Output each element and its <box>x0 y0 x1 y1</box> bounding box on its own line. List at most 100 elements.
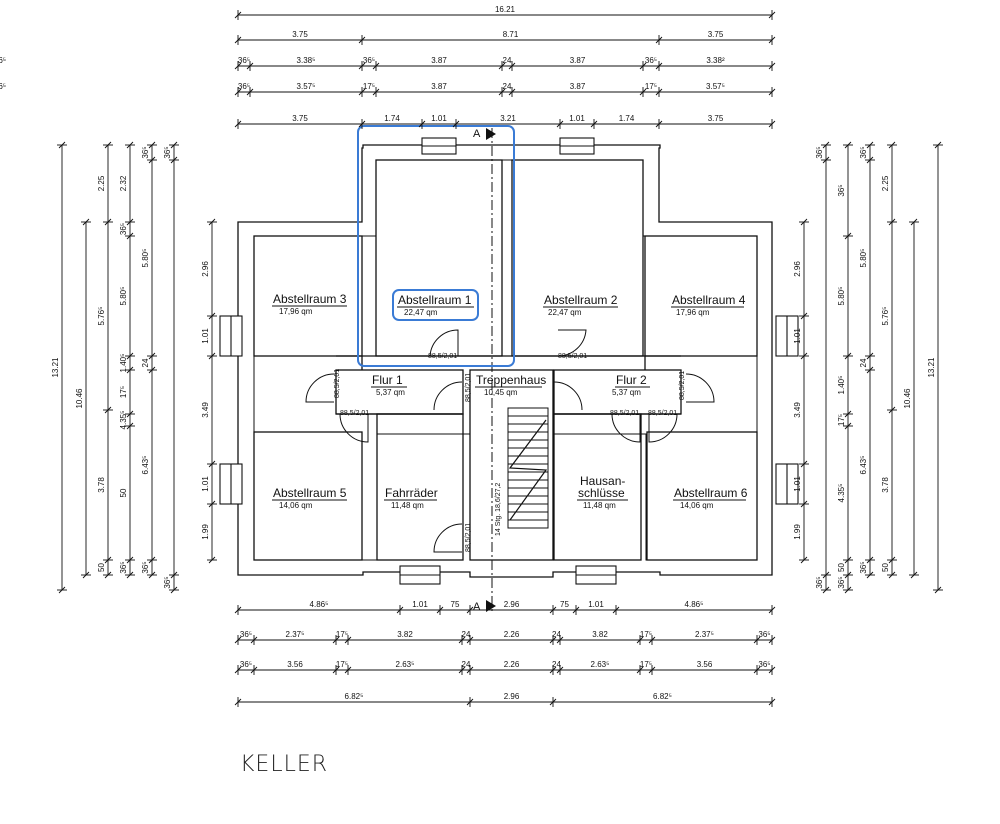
room-abstellraum-6 <box>646 431 758 561</box>
dim-left: 50 <box>97 563 106 572</box>
dim-top: 3.38⁵ <box>297 56 316 65</box>
dim-left-inner: 1.99 <box>201 524 210 540</box>
dim-left-total: 13.21 <box>51 357 60 378</box>
dim-top: 3.87 <box>431 82 447 91</box>
dim-top: 17⁵ <box>645 82 657 91</box>
room-name-abstellraum-6: Abstellraum 6 <box>674 486 748 500</box>
dim-left-inner: 1.01 <box>201 328 210 344</box>
dim-left: 36⁵ <box>119 561 128 573</box>
dim-bottom: 3.82 <box>397 630 413 639</box>
room-name-treppenhaus: Treppenhaus <box>476 373 546 387</box>
outer-wall <box>237 144 773 578</box>
dim-bottom: 36⁵ <box>758 630 770 639</box>
room-area-treppenhaus: 10,45 qm <box>484 388 518 397</box>
dim-left: 6.43⁵ <box>141 456 150 475</box>
room-name-fahrraeder: Fahrräder <box>385 486 438 500</box>
dim-left: 2.32 <box>119 175 128 191</box>
room-name-abstellraum-1: Abstellraum 1 <box>398 293 472 307</box>
dim-right: 50 <box>881 563 890 572</box>
dim-left: 5.80⁵ <box>141 249 150 268</box>
dim-top: 36⁵ <box>363 56 375 65</box>
room-area-hausanschluesse: 11,48 qm <box>583 501 616 510</box>
dim-bottom: 24 <box>462 660 471 669</box>
room-area-flur-2: 5,37 qm <box>612 388 641 397</box>
room-name-abstellraum-2: Abstellraum 2 <box>544 293 618 307</box>
highlight-label-box <box>392 289 479 321</box>
dim-left: 24 <box>141 358 150 367</box>
dim-bottom: 4.86⁵ <box>685 600 704 609</box>
dim-left: 2.25 <box>97 175 106 191</box>
dim-bottom: 24 <box>552 630 561 639</box>
dim-top: 3.57⁵ <box>297 82 316 91</box>
door-label: 88,5/2,01 <box>465 373 472 402</box>
dim-right: 36⁵ <box>837 576 846 588</box>
dim-right-inner: 1.01 <box>793 328 802 344</box>
room-area-flur-1: 5,37 qm <box>376 388 405 397</box>
dim-bottom: 1.01 <box>412 600 428 609</box>
dim-right: 2.25 <box>881 175 890 191</box>
dim-right: 5.80⁵ <box>837 287 846 306</box>
dim-top: 24 <box>503 82 512 91</box>
dim-bottom: 17⁵ <box>640 660 652 669</box>
dim-bottom: 6.82⁵ <box>345 692 364 701</box>
door-label: 88,5/2,01 <box>648 410 677 417</box>
door-label: 88,5/2,01 <box>428 353 457 360</box>
room-name-schluesse: schlüsse <box>578 486 625 500</box>
dim-top: 36⁵ <box>238 56 250 65</box>
dim-top-total: 16.21 <box>495 5 516 14</box>
room-name-abstellraum-3: Abstellraum 3 <box>273 292 347 306</box>
dim-top: 3.87 <box>570 82 586 91</box>
room-area-abstellraum-6: 14,06 qm <box>680 501 714 510</box>
room-treppenhaus <box>469 369 554 561</box>
dim-top: 3.75 <box>292 114 308 123</box>
dim-right: 4.35⁵ <box>837 484 846 503</box>
dim-left-inner: 1.01 <box>201 476 210 492</box>
dim-top: 1.74 <box>619 114 635 123</box>
room-area-fahrraeder: 11,48 qm <box>391 501 424 510</box>
dim-top: 3.87 <box>570 56 586 65</box>
dim-bottom: 2.63⁵ <box>396 660 415 669</box>
dim-top: 1.01 <box>569 114 585 123</box>
dim-bottom: 2.37⁵ <box>695 630 714 639</box>
dim-bottom: 75 <box>451 600 460 609</box>
dim-bottom: 24 <box>552 660 561 669</box>
dim-top: 36⁵ <box>645 56 657 65</box>
dim-right: 36⁵ <box>859 561 868 573</box>
dim-bottom: 1.01 <box>588 600 604 609</box>
dim-right: 5.76⁵ <box>881 307 890 326</box>
dim-top: 3.75 <box>708 114 724 123</box>
dim-bottom: 2.26 <box>504 660 520 669</box>
door-label: 88,5/2,01 <box>679 371 686 400</box>
dim-right: 1.40⁵ <box>837 376 846 395</box>
room-name-flur-1: Flur 1 <box>372 373 403 387</box>
dim-top: 1.74 <box>384 114 400 123</box>
dim-right: 6.43⁵ <box>859 456 868 475</box>
dim-bottom: 17⁵ <box>336 660 348 669</box>
dim-left: 3.78 <box>97 477 106 493</box>
room-area-abstellraum-3: 17,96 qm <box>279 307 313 316</box>
room-name-abstellraum-5: Abstellraum 5 <box>273 486 347 500</box>
room-abstellraum-5 <box>253 431 363 561</box>
room-area-abstellraum-4: 17,96 qm <box>676 308 710 317</box>
dim-bottom: 2.37⁵ <box>286 630 305 639</box>
room-name-abstellraum-4: Abstellraum 4 <box>672 293 746 307</box>
room-area-abstellraum-2: 22,47 qm <box>548 308 582 317</box>
dim-top: 8.71 <box>503 30 519 39</box>
dim-bottom: 2.96 <box>504 600 520 609</box>
dim-top: 24 <box>503 56 512 65</box>
dim-bottom: 36⁵ <box>758 660 770 669</box>
dim-left: 5.80⁵ <box>119 287 128 306</box>
dim-bottom: 3.82 <box>592 630 608 639</box>
dim-right-inner: 2.96 <box>793 261 802 277</box>
dim-top: 3.57⁵ <box>706 82 725 91</box>
dim-top: 1.01 <box>431 114 447 123</box>
dim-left: 36⁵ <box>119 223 128 235</box>
dim-left: 36⁵ <box>141 146 150 158</box>
dim-right-inner: 1.99 <box>793 524 802 540</box>
dim-bottom: 2.26 <box>504 630 520 639</box>
dim-right: 36⁵ <box>837 184 846 196</box>
dim-right: 24 <box>859 358 868 367</box>
dim-bottom: 3.56 <box>287 660 303 669</box>
dim-left: 36⁵ <box>163 576 172 588</box>
